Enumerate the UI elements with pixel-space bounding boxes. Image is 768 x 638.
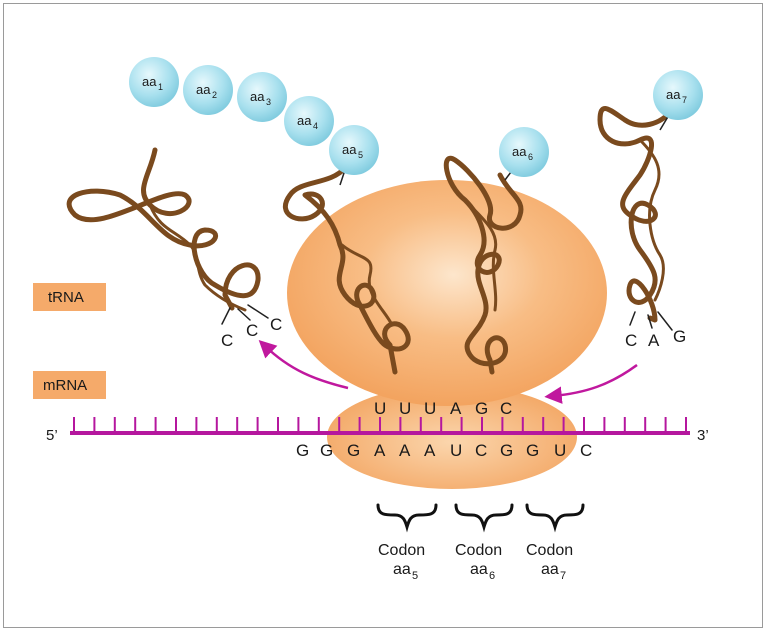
codon-brace-1 — [376, 503, 438, 533]
mrna-label: mRNA — [43, 377, 87, 394]
amino-acid-1: aa 1 — [129, 57, 179, 107]
svg-text:3: 3 — [266, 97, 271, 107]
right-trna-base: G — [673, 327, 686, 346]
mrna-base: U — [450, 441, 462, 460]
svg-text:Codon: Codon — [455, 542, 502, 559]
codon-label-3: Codon aa 7 — [526, 542, 573, 582]
right-trna-bases: C A G — [625, 327, 686, 350]
anticodon-base: U — [399, 399, 411, 418]
mrna-base: G — [500, 441, 513, 460]
svg-text:Codon: Codon — [378, 542, 425, 559]
anticodon-base: U — [374, 399, 386, 418]
ribosome-large-subunit — [287, 180, 607, 406]
codon-label-1: Codon aa 5 — [378, 542, 425, 582]
svg-text:5: 5 — [412, 570, 418, 582]
three-prime-label: 3’ — [697, 427, 709, 444]
trna-a-site-strand — [443, 155, 524, 375]
svg-text:aa: aa — [470, 561, 488, 578]
anticodon-base: U — [424, 399, 436, 418]
svg-text:1: 1 — [158, 82, 163, 92]
svg-text:aa: aa — [512, 144, 527, 159]
svg-text:aa: aa — [541, 561, 559, 578]
svg-text:aa: aa — [666, 87, 681, 102]
mrna-base: G — [347, 441, 360, 460]
svg-text:aa: aa — [250, 89, 265, 104]
svg-text:aa: aa — [342, 142, 357, 157]
amino-acid-2: aa 2 — [183, 65, 233, 115]
left-trna-base: C — [221, 331, 233, 350]
mrna-base: A — [399, 441, 411, 460]
mrna-base: G — [296, 441, 309, 460]
svg-text:7: 7 — [682, 95, 687, 105]
trna-left-strand — [66, 147, 261, 311]
svg-text:6: 6 — [489, 570, 495, 582]
amino-acid-6: aa 6 — [499, 127, 549, 177]
anticodon-base: C — [500, 399, 512, 418]
trna-p-site-strand — [282, 165, 411, 375]
entry-arrow — [544, 363, 638, 404]
mrna-base: G — [320, 441, 333, 460]
mrna-bases: G G G A A A U C G G U C — [296, 441, 592, 460]
svg-text:aa: aa — [142, 74, 157, 89]
svg-text:aa: aa — [297, 113, 312, 128]
svg-text:4: 4 — [313, 121, 318, 131]
amino-acid-3: aa 3 — [237, 72, 287, 122]
trna-incoming-strand — [597, 106, 675, 323]
left-trna-base: C — [270, 315, 282, 334]
ribosome-small-subunit — [327, 385, 577, 489]
right-trna-base: A — [648, 331, 660, 350]
left-trna-bases: C C C — [221, 315, 282, 350]
anticodon-bases: U U U A G C — [374, 399, 512, 418]
svg-text:Codon: Codon — [526, 542, 573, 559]
mrna-base: C — [580, 441, 592, 460]
release-arrow — [258, 339, 349, 390]
mrna-base: G — [526, 441, 539, 460]
codon-label-2: Codon aa 6 — [455, 542, 502, 582]
anticodon-base: G — [475, 399, 488, 418]
svg-text:2: 2 — [212, 90, 217, 100]
codon-brace-2 — [454, 503, 514, 533]
trna-label: tRNA — [48, 289, 84, 306]
svg-text:7: 7 — [560, 570, 566, 582]
mrna-strand — [70, 417, 690, 435]
svg-text:6: 6 — [528, 152, 533, 162]
polypeptide-chain: aa 1 aa 2 aa 3 aa 4 aa 5 — [129, 57, 379, 175]
mrna-label-box — [33, 371, 106, 399]
svg-text:aa: aa — [196, 82, 211, 97]
svg-text:5: 5 — [358, 150, 363, 160]
trna-label-box — [33, 283, 106, 311]
five-prime-label: 5’ — [46, 427, 58, 444]
amino-acid-5: aa 5 — [329, 125, 379, 175]
codon-brace-3 — [525, 503, 585, 533]
amino-acid-7: aa 7 — [653, 70, 703, 120]
anticodon-base: A — [450, 399, 462, 418]
mrna-base: A — [374, 441, 386, 460]
mrna-base: A — [424, 441, 436, 460]
amino-acid-4: aa 4 — [284, 96, 334, 146]
mrna-base: C — [475, 441, 487, 460]
svg-text:aa: aa — [393, 561, 411, 578]
left-trna-base: C — [246, 321, 258, 340]
diagram-border — [3, 3, 763, 628]
mrna-base: U — [554, 441, 566, 460]
right-trna-base: C — [625, 331, 637, 350]
